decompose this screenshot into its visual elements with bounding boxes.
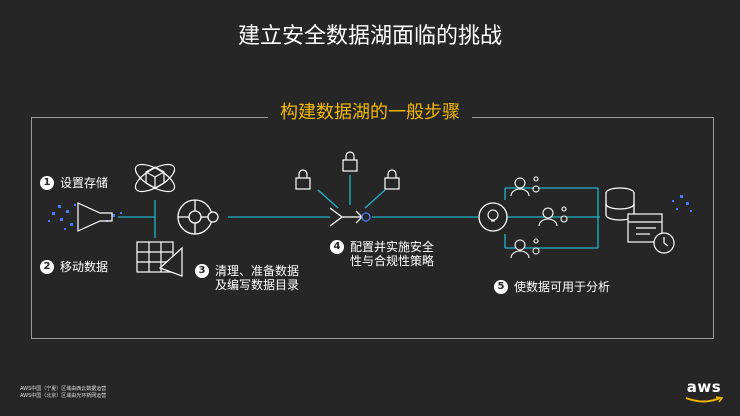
user-network-icon — [510, 176, 540, 197]
aws-logo: aws — [682, 378, 726, 404]
user-network-icon — [538, 206, 568, 227]
step-label-line: 及编写数据目录 — [215, 278, 300, 292]
connector-line — [317, 189, 339, 209]
slide-title: 建立安全数据湖面临的挑战 — [237, 24, 502, 49]
step-label: 移动数据 — [60, 260, 109, 274]
step-1: 1 设置存储 — [40, 176, 108, 190]
lock-icon — [342, 151, 358, 172]
lock-icon — [384, 169, 400, 190]
step-4: 4 配置并实施安全 性与合规性策略 — [330, 240, 434, 268]
step-label: 设置存储 — [60, 176, 109, 190]
step-3: 3 清理、准备数据 及编写数据目录 — [195, 264, 299, 292]
user-network-icon — [510, 238, 540, 259]
step-2: 2 移动数据 — [40, 260, 108, 274]
step-number: 3 — [195, 264, 209, 278]
step-number: 5 — [494, 280, 508, 294]
step-label-line: 清理、准备数据 — [215, 264, 300, 278]
storage-cube-icon — [134, 163, 176, 193]
step-number: 4 — [330, 240, 344, 254]
footer-line: AWS中国（宁夏）区域由西云数据运营 — [20, 386, 107, 392]
step-number: 1 — [40, 176, 54, 190]
step-label-line: 配置并实施安全 — [350, 240, 435, 254]
processing-gear-icon — [177, 199, 219, 235]
calendar-clock-icon — [627, 213, 675, 254]
database-icon — [605, 187, 635, 221]
step-number: 2 — [40, 260, 54, 274]
region-footer: AWS中国（宁夏）区域由西云数据运营 AWS中国（北京）区域由光环新网运营 — [20, 386, 106, 400]
step-label: 使数据可用于分析 — [514, 280, 611, 294]
section-subtitle: 构建数据湖的一般步骤 — [268, 102, 472, 123]
step-label-line: 性与合规性策略 — [350, 254, 435, 268]
connector-line — [364, 189, 386, 209]
lightbulb-icon — [478, 202, 508, 232]
merge-arrows-icon — [329, 207, 371, 227]
footer-line: AWS中国（北京）区域由光环新网运营 — [20, 393, 107, 399]
lock-icon — [295, 169, 311, 190]
subtitle-container: 构建数据湖的一般步骤 — [0, 98, 740, 124]
funnel-icon — [77, 202, 113, 232]
data-particles — [48, 195, 692, 230]
blueprint-icon — [136, 241, 183, 277]
aws-logo-text: aws — [686, 378, 722, 396]
aws-smile-icon — [685, 396, 724, 403]
step-5: 5 使数据可用于分析 — [494, 280, 610, 294]
